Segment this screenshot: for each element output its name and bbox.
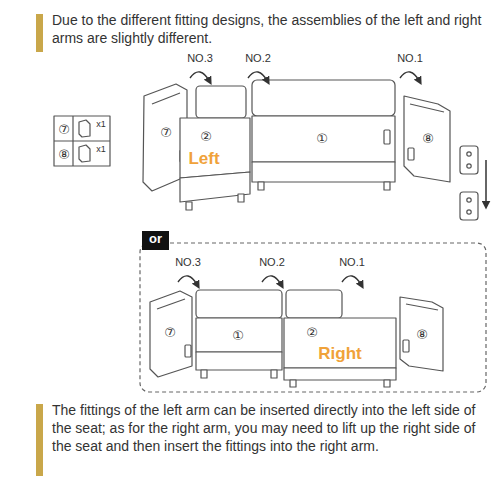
quantity: x1: [96, 120, 106, 129]
option-tag: or: [142, 231, 169, 250]
callout-number: ⑦: [160, 126, 172, 139]
step-number: NO.3: [175, 257, 201, 268]
accent-bar: [36, 404, 43, 476]
sofa-top: [54, 80, 478, 220]
step-number: NO.3: [187, 53, 213, 64]
step-number: NO.2: [245, 53, 271, 64]
callout-number: ②: [200, 130, 212, 143]
side-label: Left: [188, 150, 219, 167]
quantity: x1: [96, 145, 106, 154]
alternative-region: [140, 243, 486, 392]
accent-bar: [36, 14, 43, 52]
step-number: NO.1: [397, 53, 423, 64]
tag-text: or: [149, 232, 162, 246]
callout-number: ⑧: [58, 148, 70, 161]
heading-text: Due to the different fitting designs, th…: [52, 12, 488, 48]
callout-number: ②: [306, 326, 318, 339]
step-number: NO.1: [339, 257, 365, 268]
callout-number: ⑦: [58, 123, 70, 136]
step-number: NO.2: [259, 257, 285, 268]
note-text: The fittings of the left arm can be inse…: [52, 402, 488, 456]
side-label: Right: [318, 345, 361, 362]
callout-number: ⑧: [416, 328, 428, 341]
callout-number: ①: [316, 132, 328, 145]
down-arrow: [485, 160, 487, 206]
callout-number: ⑦: [164, 326, 176, 339]
step-arrows: [178, 276, 362, 286]
callout-number: ①: [232, 329, 244, 342]
sofa-bottom: [150, 290, 443, 387]
callout-number: ⑧: [422, 132, 434, 145]
step-arrows: [190, 72, 420, 82]
